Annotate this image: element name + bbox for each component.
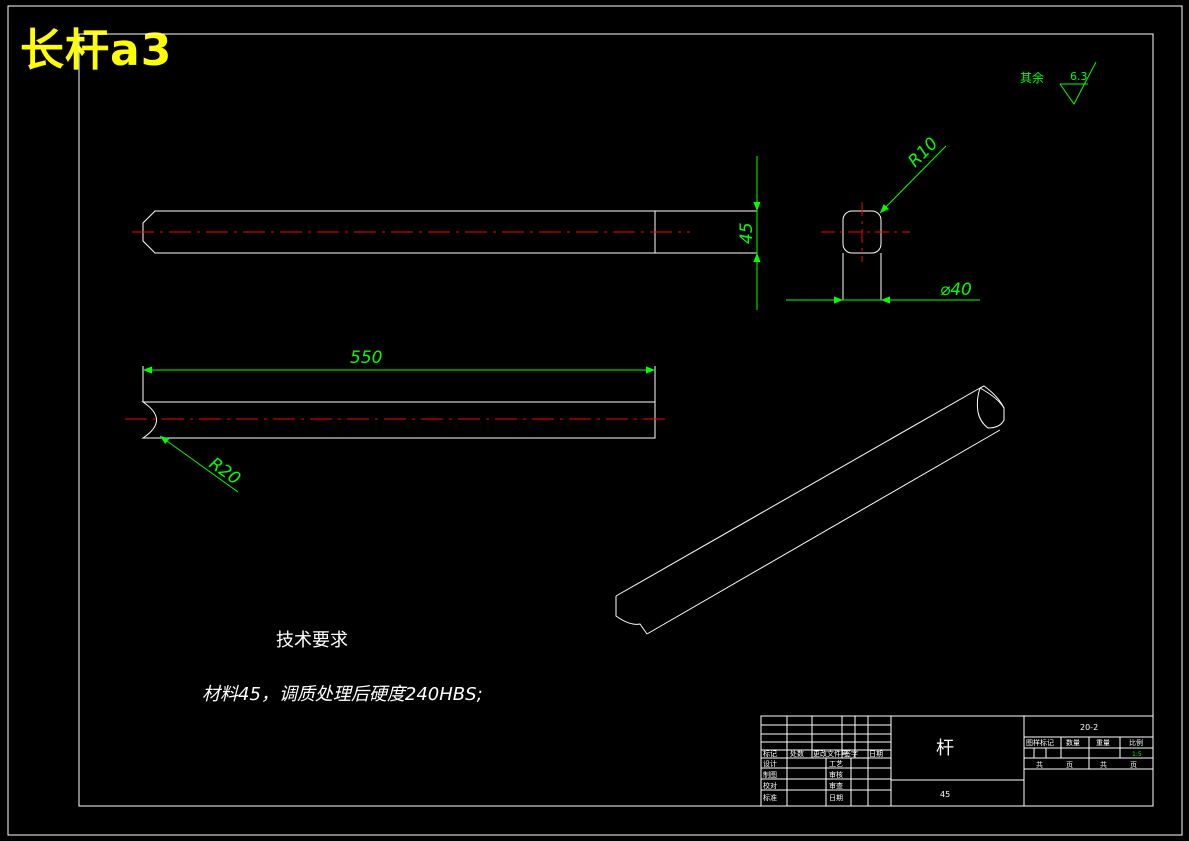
tech-line-1: 材料45，调质处理后硬度240HBS;	[202, 684, 483, 705]
part-name: 杆	[936, 738, 954, 759]
outer-frame	[7, 5, 1183, 836]
left-label-1: 制图	[763, 770, 777, 779]
mid-label-0: 工艺	[829, 760, 843, 768]
sheet-label-0: 共	[1036, 760, 1043, 769]
right-header-2: 重量	[1096, 739, 1110, 747]
roughness-prefix: 其余	[1020, 70, 1044, 85]
isometric-view	[615, 385, 1005, 635]
drawing-number: 20-2	[1080, 723, 1098, 732]
rev-header-4: 日期	[869, 750, 883, 758]
rev-header-2: 更改文件号	[813, 749, 848, 758]
length-dim-label: 550	[350, 348, 382, 368]
right-header-1: 数量	[1066, 738, 1080, 747]
right-header-3: 比例	[1129, 738, 1143, 747]
rev-header-1: 处数	[790, 749, 804, 758]
roughness-symbol: 其余 6.3	[1020, 61, 1097, 105]
top-view: 550 R20	[125, 348, 670, 493]
left-label-0: 设计	[763, 759, 777, 768]
inner-frame	[78, 33, 1154, 807]
material: 45	[940, 790, 950, 799]
radius-top-label: R10	[904, 134, 942, 172]
radius-end-leader	[159, 435, 239, 493]
front-view: 45	[132, 156, 761, 310]
left-label-3: 标准	[763, 793, 777, 802]
tech-heading: 技术要求	[276, 630, 348, 651]
radius-end-label: R20	[205, 454, 244, 490]
sheet-label-2: 共	[1100, 760, 1107, 769]
left-label-2: 校对	[763, 781, 777, 790]
roughness-value: 6.3	[1070, 70, 1088, 83]
mid-label-1: 审核	[829, 770, 843, 779]
height-dim-label: 45	[737, 222, 757, 244]
sheet-label-1: 页	[1066, 761, 1073, 769]
mid-label-3: 日期	[829, 794, 843, 802]
sheet-label-3: 页	[1130, 761, 1137, 769]
title-block-text: 标记 处数 更改文件号 签字 日期 设计 制图 校对 标准 工艺 审核 审查 日…	[763, 723, 1143, 802]
title-block	[760, 715, 1154, 807]
scale-value: 1:5	[1132, 751, 1142, 758]
rev-header-3: 签字	[844, 749, 858, 758]
diameter-dim-label: ⌀40	[940, 280, 972, 300]
mid-label-2: 审查	[829, 781, 843, 790]
rev-header-0: 标记	[763, 749, 777, 758]
radius-top-leader	[879, 145, 947, 214]
right-header-0: 图样标记	[1026, 738, 1054, 747]
side-view: ⌀40 R10	[786, 134, 980, 304]
top-view-outline	[141, 401, 656, 439]
